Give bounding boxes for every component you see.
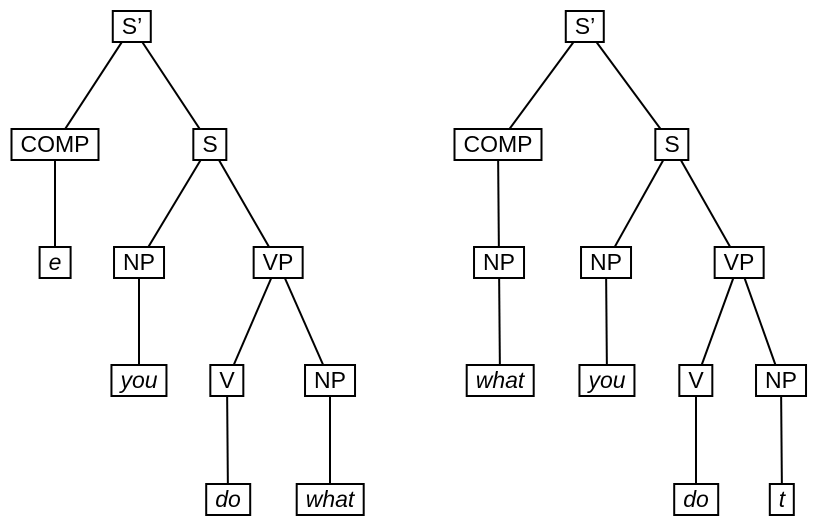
left-node-np-object: NP [304,364,356,397]
left-node-what: what [295,483,365,516]
tree-edge [209,144,279,263]
right-node-np-wh: NP [473,246,525,279]
tree-edge [138,143,211,264]
tree-edge [584,25,673,146]
tree-edge [131,25,211,146]
left-node-you: you [110,364,168,397]
right-node-do: do [673,483,719,516]
tree-edge [605,262,608,381]
left-node-do: do [205,483,251,516]
right-node-you: you [578,364,636,397]
tree-edge [671,144,740,263]
tree-edge [695,262,740,381]
left-node-s: S [192,128,228,161]
right-node-v: V [678,364,714,397]
left-node-e-empty: e [38,246,72,279]
right-node-t-trace: t [768,483,796,516]
left-node-v: V [209,364,245,397]
right-node-np-subject: NP [580,246,632,279]
left-node-np-subject: NP [113,246,165,279]
tree-edge [277,262,331,381]
right-node-np-object: NP [755,364,807,397]
right-node-comp: COMP [453,128,543,161]
right-node-s: S [654,128,690,161]
tree-edge [226,380,229,500]
tree-edge [226,262,279,381]
tree-edge [498,262,501,381]
tree-edge [605,144,673,263]
left-node-s-bar: S’ [111,10,153,43]
tree-edge [54,25,133,146]
right-node-vp: VP [713,246,765,279]
tree-edge [780,380,783,500]
left-node-vp: VP [252,246,304,279]
tree-edge [497,144,500,263]
tree-edge [497,25,586,146]
left-node-comp: COMP [10,128,100,161]
right-node-what: what [465,364,535,397]
right-node-s-bar: S’ [564,10,606,43]
tree-edge [738,262,782,381]
